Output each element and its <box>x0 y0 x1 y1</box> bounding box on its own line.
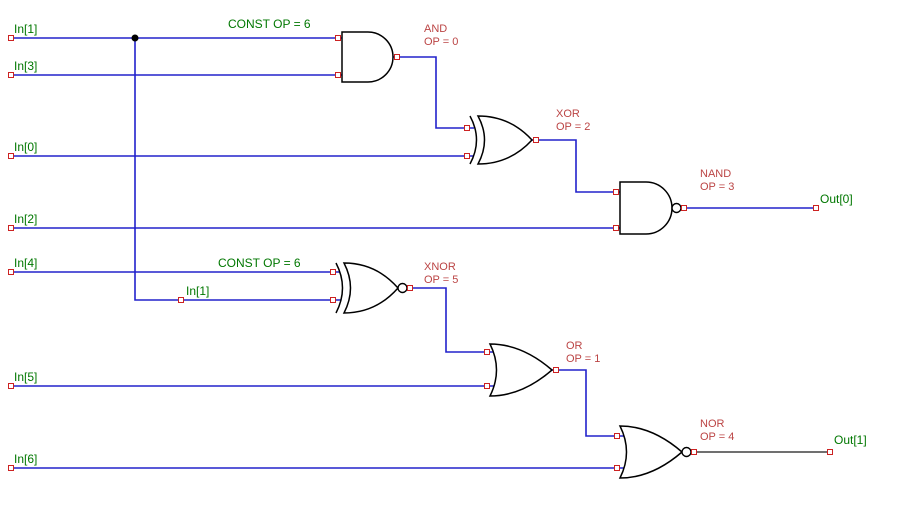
input-label-in5: In[5] <box>14 370 37 384</box>
pin-nand-output[interactable] <box>681 205 687 211</box>
xnor-gate-op: OP = 5 <box>424 274 458 286</box>
pin-or-input-1[interactable] <box>484 349 490 355</box>
or-gate-type: OR <box>566 340 583 352</box>
terminal-in2[interactable] <box>8 225 14 231</box>
xnor-gate-back-curve[interactable] <box>335 262 344 314</box>
pin-or-input-2[interactable] <box>484 383 490 389</box>
xnor-gate-type: XNOR <box>424 261 456 273</box>
and-gate[interactable] <box>341 31 394 83</box>
pin-nand-input-2[interactable] <box>613 225 619 231</box>
nand-gate-op: OP = 3 <box>700 181 734 193</box>
pin-and-input-2[interactable] <box>335 72 341 78</box>
input-label-in2: In[2] <box>14 212 37 226</box>
xnor-gate[interactable] <box>342 262 399 314</box>
input-label-in3: In[3] <box>14 59 37 73</box>
pin-xor-input-1[interactable] <box>464 125 470 131</box>
input-label-in4: In[4] <box>14 256 37 270</box>
or-gate-op: OP = 1 <box>566 353 600 365</box>
nor-bubble <box>681 446 692 458</box>
nand-gate-type: NAND <box>700 168 731 180</box>
terminal-out0[interactable] <box>813 205 819 211</box>
pin-and-output[interactable] <box>394 54 400 60</box>
output-label-out0: Out[0] <box>820 192 853 206</box>
pin-nor-output[interactable] <box>691 449 697 455</box>
wire-or-to-nor[interactable] <box>552 369 625 437</box>
output-label-out1: Out[1] <box>834 433 867 447</box>
pin-nand-input-1[interactable] <box>613 189 619 195</box>
terminal-in5[interactable] <box>8 383 14 389</box>
wire-xnor-to-or[interactable] <box>407 287 494 353</box>
pin-nor-input-1[interactable] <box>614 433 620 439</box>
input-label-in1: In[1] <box>14 22 37 36</box>
xnor-bubble <box>397 282 408 294</box>
xor-gate[interactable] <box>476 115 534 165</box>
pin-xnor-input-1[interactable] <box>330 269 336 275</box>
terminal-in3[interactable] <box>8 72 14 78</box>
nor-gate-type: NOR <box>700 418 725 430</box>
and-gate-op: OP = 0 <box>424 36 458 48</box>
and-gate-type: AND <box>424 23 447 35</box>
const-label-top: CONST OP = 6 <box>228 17 311 31</box>
input-label-in6: In[6] <box>14 452 37 466</box>
xor-gate-op: OP = 2 <box>556 121 590 133</box>
terminal-in0[interactable] <box>8 153 14 159</box>
pin-nor-input-2[interactable] <box>614 465 620 471</box>
pin-or-output[interactable] <box>553 367 559 373</box>
pin-xor-output[interactable] <box>533 137 539 143</box>
wire-xor-to-nand[interactable] <box>532 139 628 193</box>
nor-gate-op: OP = 4 <box>700 431 734 443</box>
pin-xor-input-2[interactable] <box>464 153 470 159</box>
pin-xnor-output[interactable] <box>407 285 413 291</box>
terminal-in4[interactable] <box>8 269 14 275</box>
junction-dot <box>131 34 139 42</box>
input-label-in0: In[0] <box>14 140 37 154</box>
nor-gate[interactable] <box>618 425 684 479</box>
wire-in1-branch[interactable] <box>134 38 341 301</box>
pin-and-input-1[interactable] <box>335 35 341 41</box>
nand-gate[interactable] <box>619 181 673 235</box>
xor-gate-type: XOR <box>556 108 580 120</box>
or-gate[interactable] <box>488 343 554 397</box>
terminal-out1[interactable] <box>827 449 833 455</box>
wire-and-to-xor[interactable] <box>393 56 474 129</box>
const-label-mid: CONST OP = 6 <box>218 256 301 270</box>
net-alias-label: In[1] <box>186 284 209 298</box>
terminal-in1[interactable] <box>8 35 14 41</box>
pin-xnor-input-2[interactable] <box>330 297 336 303</box>
xor-gate-back-curve[interactable] <box>469 115 478 165</box>
terminal-in6[interactable] <box>8 465 14 471</box>
nand-bubble <box>671 202 682 214</box>
net-alias-square[interactable] <box>178 297 184 303</box>
